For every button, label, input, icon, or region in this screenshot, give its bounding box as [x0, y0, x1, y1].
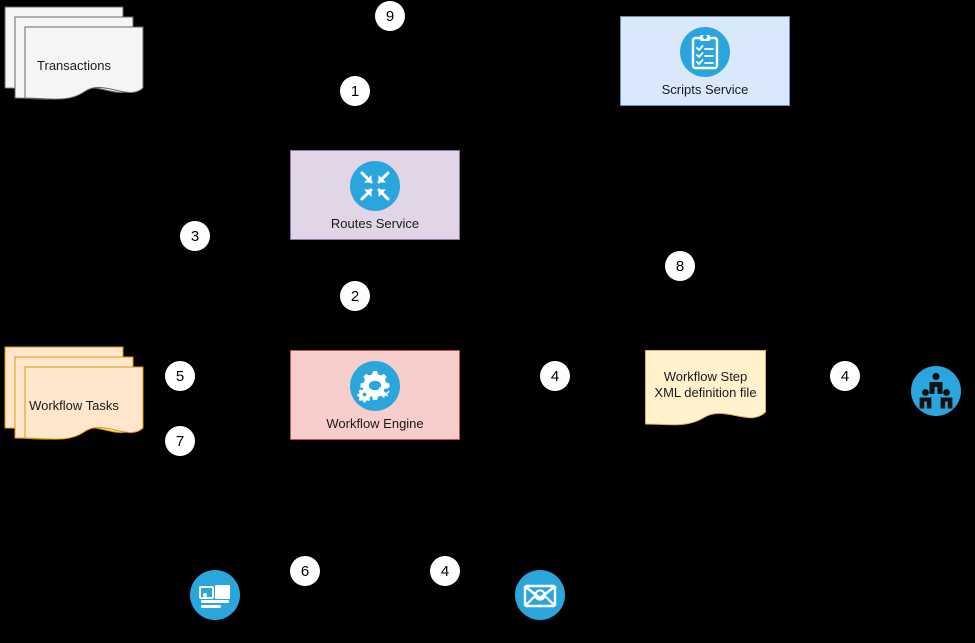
step-badge-4-bottom[interactable]: 4 — [430, 556, 460, 586]
users-group-icon — [911, 366, 961, 416]
xml-document-shape-icon — [645, 350, 766, 426]
server-database-icon — [190, 570, 240, 620]
node-email[interactable] — [514, 569, 566, 621]
envelope-mail-icon — [515, 570, 565, 620]
node-workflow-engine[interactable]: Workflow Engine — [290, 350, 460, 440]
node-transactions[interactable]: Transactions — [4, 6, 144, 104]
step-badge-4-right[interactable]: 4 — [830, 361, 860, 391]
clipboard-checklist-icon — [680, 26, 730, 77]
node-scripts-service-label: Scripts Service — [661, 81, 749, 97]
gears-icon — [350, 360, 400, 411]
step-badge-4-center[interactable]: 4 — [540, 361, 570, 391]
arrows-converge-icon — [350, 160, 400, 211]
node-org-users[interactable] — [910, 365, 962, 417]
step-badge-9[interactable]: 9 — [375, 1, 405, 31]
step-badge-5[interactable]: 5 — [165, 361, 195, 391]
node-routes-service[interactable]: Routes Service — [290, 150, 460, 240]
node-workflow-tasks[interactable]: Workflow Tasks — [4, 346, 144, 444]
node-routes-service-label: Routes Service — [330, 215, 420, 231]
node-workflow-engine-label: Workflow Engine — [326, 415, 424, 431]
node-workflow-step-xml[interactable]: Workflow Step XML definition file — [645, 350, 766, 432]
step-badge-1[interactable]: 1 — [340, 76, 370, 106]
node-scripts-service[interactable]: Scripts Service — [620, 16, 790, 106]
workflow-tasks-shape-icon — [4, 346, 144, 440]
step-badge-7[interactable]: 7 — [165, 426, 195, 456]
transactions-shape-icon — [4, 6, 144, 100]
step-badge-6[interactable]: 6 — [290, 556, 320, 586]
step-badge-8[interactable]: 8 — [665, 251, 695, 281]
step-badge-2[interactable]: 2 — [340, 281, 370, 311]
node-database-server[interactable] — [189, 569, 241, 621]
step-badge-3[interactable]: 3 — [180, 221, 210, 251]
